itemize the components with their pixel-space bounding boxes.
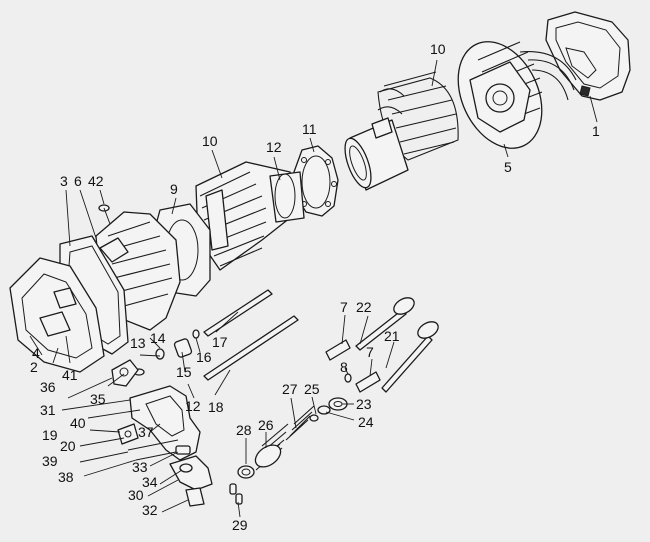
valve-washers [309, 397, 348, 422]
callout-35: 35 [90, 391, 106, 407]
callout-41: 41 [62, 367, 78, 383]
callout-5: 5 [504, 159, 512, 175]
valve-guides [325, 339, 381, 393]
callout-8: 8 [340, 359, 348, 375]
callout-42: 42 [88, 173, 104, 189]
callout-30: 30 [128, 487, 144, 503]
callout-11: 11 [302, 121, 317, 137]
callout-3: 3 [60, 173, 68, 189]
callout-29: 29 [232, 517, 248, 533]
callout-40: 40 [70, 415, 86, 431]
callout-22: 22 [356, 299, 372, 315]
callout-16: 16 [196, 349, 212, 365]
callout-34: 34 [142, 474, 158, 490]
callout-20: 20 [60, 438, 76, 454]
callout-7a: 7 [340, 299, 348, 315]
callout-12b: 12 [185, 398, 201, 414]
callout-24: 24 [358, 414, 374, 430]
rocker-arm-assembly [111, 359, 213, 507]
callout-19: 19 [42, 427, 58, 443]
callout-23: 23 [356, 396, 372, 412]
rocker-cover-left [9, 257, 105, 373]
valves [355, 297, 439, 393]
callout-26: 26 [258, 417, 274, 433]
callout-18: 18 [208, 399, 224, 415]
callout-33: 33 [132, 459, 148, 475]
callout-31: 31 [40, 402, 56, 418]
callout-2: 2 [30, 359, 38, 375]
callout-1: 1 [592, 123, 600, 139]
callout-7b: 7 [366, 344, 374, 360]
rocker-cover-right [545, 11, 631, 101]
valve-springs [237, 405, 315, 479]
callout-28: 28 [236, 422, 252, 438]
leader-lines [29, 59, 598, 518]
cylinder-head-right [457, 41, 577, 149]
callout-4: 4 [32, 345, 40, 361]
callout-36: 36 [40, 379, 56, 395]
callout-14: 14 [150, 330, 166, 346]
callout-32: 32 [142, 502, 158, 518]
callout-25: 25 [304, 381, 320, 397]
callout-21: 21 [384, 328, 400, 344]
cylinder-barrel-left [195, 161, 305, 271]
callout-38: 38 [58, 469, 74, 485]
pushrods [203, 289, 299, 381]
callout-9: 9 [170, 181, 178, 197]
callout-13: 13 [130, 335, 146, 351]
valve-keepers [229, 483, 243, 505]
callout-39: 39 [42, 453, 58, 469]
callout-27: 27 [282, 381, 298, 397]
callout-17: 17 [212, 334, 228, 350]
cylinder-barrel-right [344, 71, 459, 191]
callout-37: 37 [138, 424, 154, 440]
callout-10b: 10 [202, 133, 218, 149]
callout-12a: 12 [266, 139, 282, 155]
callout-6: 6 [74, 173, 82, 189]
callout-labels: 1 2 3 4 5 6 7 7 8 9 10 10 11 12 12 13 14… [30, 41, 600, 533]
callout-15: 15 [176, 364, 192, 380]
callout-10a: 10 [430, 41, 446, 57]
